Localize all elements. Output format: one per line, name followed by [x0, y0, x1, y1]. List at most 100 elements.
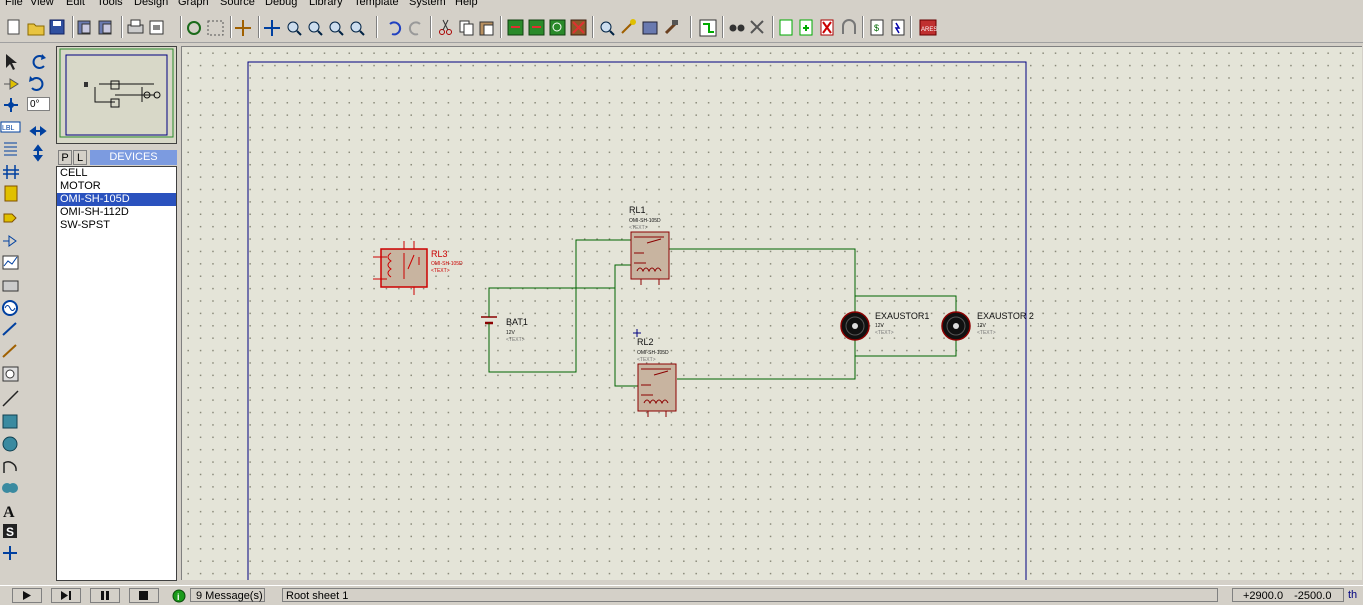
library-manager-tab[interactable]: L [73, 150, 87, 165]
graph-mode-icon[interactable] [2, 255, 19, 270]
virtual-instruments-mode-icon[interactable] [2, 366, 19, 382]
selection-mode-icon[interactable] [6, 54, 17, 70]
menu-tools[interactable]: Tools [97, 0, 123, 8]
undo-icon[interactable] [389, 21, 402, 36]
junction-dot-mode-icon[interactable] [4, 98, 18, 112]
search-tag-icon[interactable] [729, 24, 745, 32]
exit-to-parent-icon[interactable] [842, 19, 856, 34]
overview-window[interactable] [56, 46, 177, 144]
voltage-probe-mode-icon[interactable] [2, 322, 17, 336]
battery-bat1[interactable]: BAT1 12V <TEXT> [481, 310, 528, 343]
menu-template[interactable]: Template [354, 0, 399, 8]
arc-mode-icon[interactable] [3, 461, 17, 473]
export-section-icon[interactable] [98, 20, 112, 35]
pick-from-library-tab[interactable]: P [58, 150, 72, 165]
menu-source[interactable]: Source [220, 0, 255, 8]
component-mode-icon[interactable] [4, 78, 19, 90]
make-device-icon[interactable] [621, 19, 636, 34]
symbol-mode-icon[interactable]: S [3, 524, 17, 539]
device-list-item-selected[interactable]: OMI-SH-105D [57, 193, 176, 206]
generator-mode-icon[interactable] [2, 300, 18, 316]
decompose-icon[interactable] [664, 20, 678, 35]
terminals-mode-icon[interactable] [3, 213, 17, 223]
new-sheet-icon[interactable] [779, 19, 793, 36]
redo-icon[interactable] [408, 21, 421, 36]
device-list-item[interactable]: MOTOR [60, 180, 101, 192]
paste-icon[interactable] [479, 21, 494, 36]
menu-help[interactable]: Help [455, 0, 478, 8]
relay-rl3[interactable]: RL3 OMI-SH-105D <TEXT> [373, 241, 463, 295]
relay-rl2[interactable]: RL2 OMI-SH-105D <TEXT> [633, 329, 677, 417]
zoom-area-icon[interactable] [350, 21, 365, 36]
rotate-clockwise-icon[interactable] [32, 54, 46, 69]
mirror-x-icon[interactable] [29, 126, 47, 136]
block-rotate-icon[interactable] [549, 19, 566, 36]
bill-of-materials-icon[interactable]: $ [870, 19, 884, 36]
schematic-canvas[interactable]: RL3 OMI-SH-105D <TEXT> RL1 OMI-SH-105D <… [181, 46, 1362, 580]
new-file-icon[interactable] [7, 19, 20, 35]
message-count[interactable]: 9 Message(s) [190, 588, 265, 602]
current-probe-mode-icon[interactable] [2, 344, 17, 358]
menu-file[interactable]: File [5, 0, 23, 8]
origin-icon[interactable] [235, 20, 251, 36]
motor-exaustor2[interactable]: EXAUSTOR 2 12V <TEXT> [941, 311, 1034, 341]
tape-recorder-mode-icon[interactable] [2, 280, 19, 292]
ares-icon[interactable]: ARES [919, 19, 937, 36]
add-sheet-icon[interactable] [799, 19, 813, 36]
cut-icon[interactable] [439, 19, 452, 35]
marker-mode-icon[interactable] [3, 546, 17, 560]
menu-system[interactable]: System [409, 0, 446, 8]
wire [677, 335, 856, 380]
step-button[interactable] [51, 588, 81, 603]
save-icon[interactable] [49, 19, 65, 35]
mirror-y-icon[interactable] [33, 144, 43, 162]
menu-graph[interactable]: Graph [178, 0, 209, 8]
subcircuit-mode-icon[interactable] [4, 185, 18, 202]
block-copy-icon[interactable] [507, 19, 524, 36]
line-mode-icon[interactable] [2, 390, 19, 407]
closed-path-mode-icon[interactable] [2, 483, 18, 493]
open-folder-icon[interactable] [27, 23, 45, 36]
menu-debug[interactable]: Debug [265, 0, 298, 8]
box-mode-icon[interactable] [2, 414, 18, 429]
rotation-angle-field[interactable]: 0° [27, 97, 50, 111]
menu-edit[interactable]: Edit [66, 0, 85, 8]
wire-label-mode-icon[interactable]: LBL [0, 121, 21, 133]
motor-exaustor1[interactable]: EXAUSTOR1 12V <TEXT> [840, 311, 929, 341]
remove-sheet-icon[interactable] [820, 19, 834, 36]
buses-mode-icon[interactable] [3, 165, 19, 179]
import-section-icon[interactable] [77, 20, 91, 35]
refresh-icon[interactable] [187, 21, 201, 35]
zoom-out-icon[interactable] [308, 21, 323, 36]
print-icon[interactable] [127, 19, 144, 34]
property-tool-icon[interactable] [750, 20, 764, 34]
pick-device-icon[interactable] [600, 21, 615, 36]
device-list-item[interactable]: CELL [60, 167, 88, 179]
play-button[interactable] [12, 588, 42, 603]
package-tool-icon[interactable] [642, 21, 658, 35]
zoom-all-icon[interactable] [329, 21, 344, 36]
zoom-in-icon[interactable] [287, 21, 302, 36]
stop-button[interactable] [129, 588, 159, 603]
pan-icon[interactable] [264, 20, 280, 36]
device-list-item[interactable]: OMI-SH-112D [60, 206, 129, 218]
rotate-anticlockwise-icon[interactable] [29, 76, 44, 91]
grid-icon[interactable] [207, 20, 224, 36]
copy-icon[interactable] [459, 20, 474, 36]
device-list[interactable]: CELL MOTOR OMI-SH-105D OMI-SH-112D SW-SP… [56, 166, 177, 581]
menu-library[interactable]: Library [309, 0, 343, 8]
text-script-mode-icon[interactable] [4, 142, 17, 156]
device-pins-mode-icon[interactable] [3, 235, 17, 247]
pause-button[interactable] [90, 588, 120, 603]
menu-design[interactable]: Design [134, 0, 169, 8]
menu-view[interactable]: View [30, 0, 54, 8]
electrical-rule-check-icon[interactable] [891, 19, 905, 36]
print-area-icon[interactable] [149, 20, 164, 35]
device-list-item[interactable]: SW-SPST [60, 219, 110, 231]
wire-autorouter-icon[interactable] [699, 19, 717, 37]
circle-mode-icon[interactable] [2, 436, 18, 452]
text-mode-icon[interactable]: A [3, 504, 15, 521]
block-delete-icon[interactable] [570, 19, 587, 36]
relay-rl1[interactable]: RL1 OMI-SH-105D <TEXT> [629, 205, 670, 285]
block-move-icon[interactable] [528, 19, 545, 36]
